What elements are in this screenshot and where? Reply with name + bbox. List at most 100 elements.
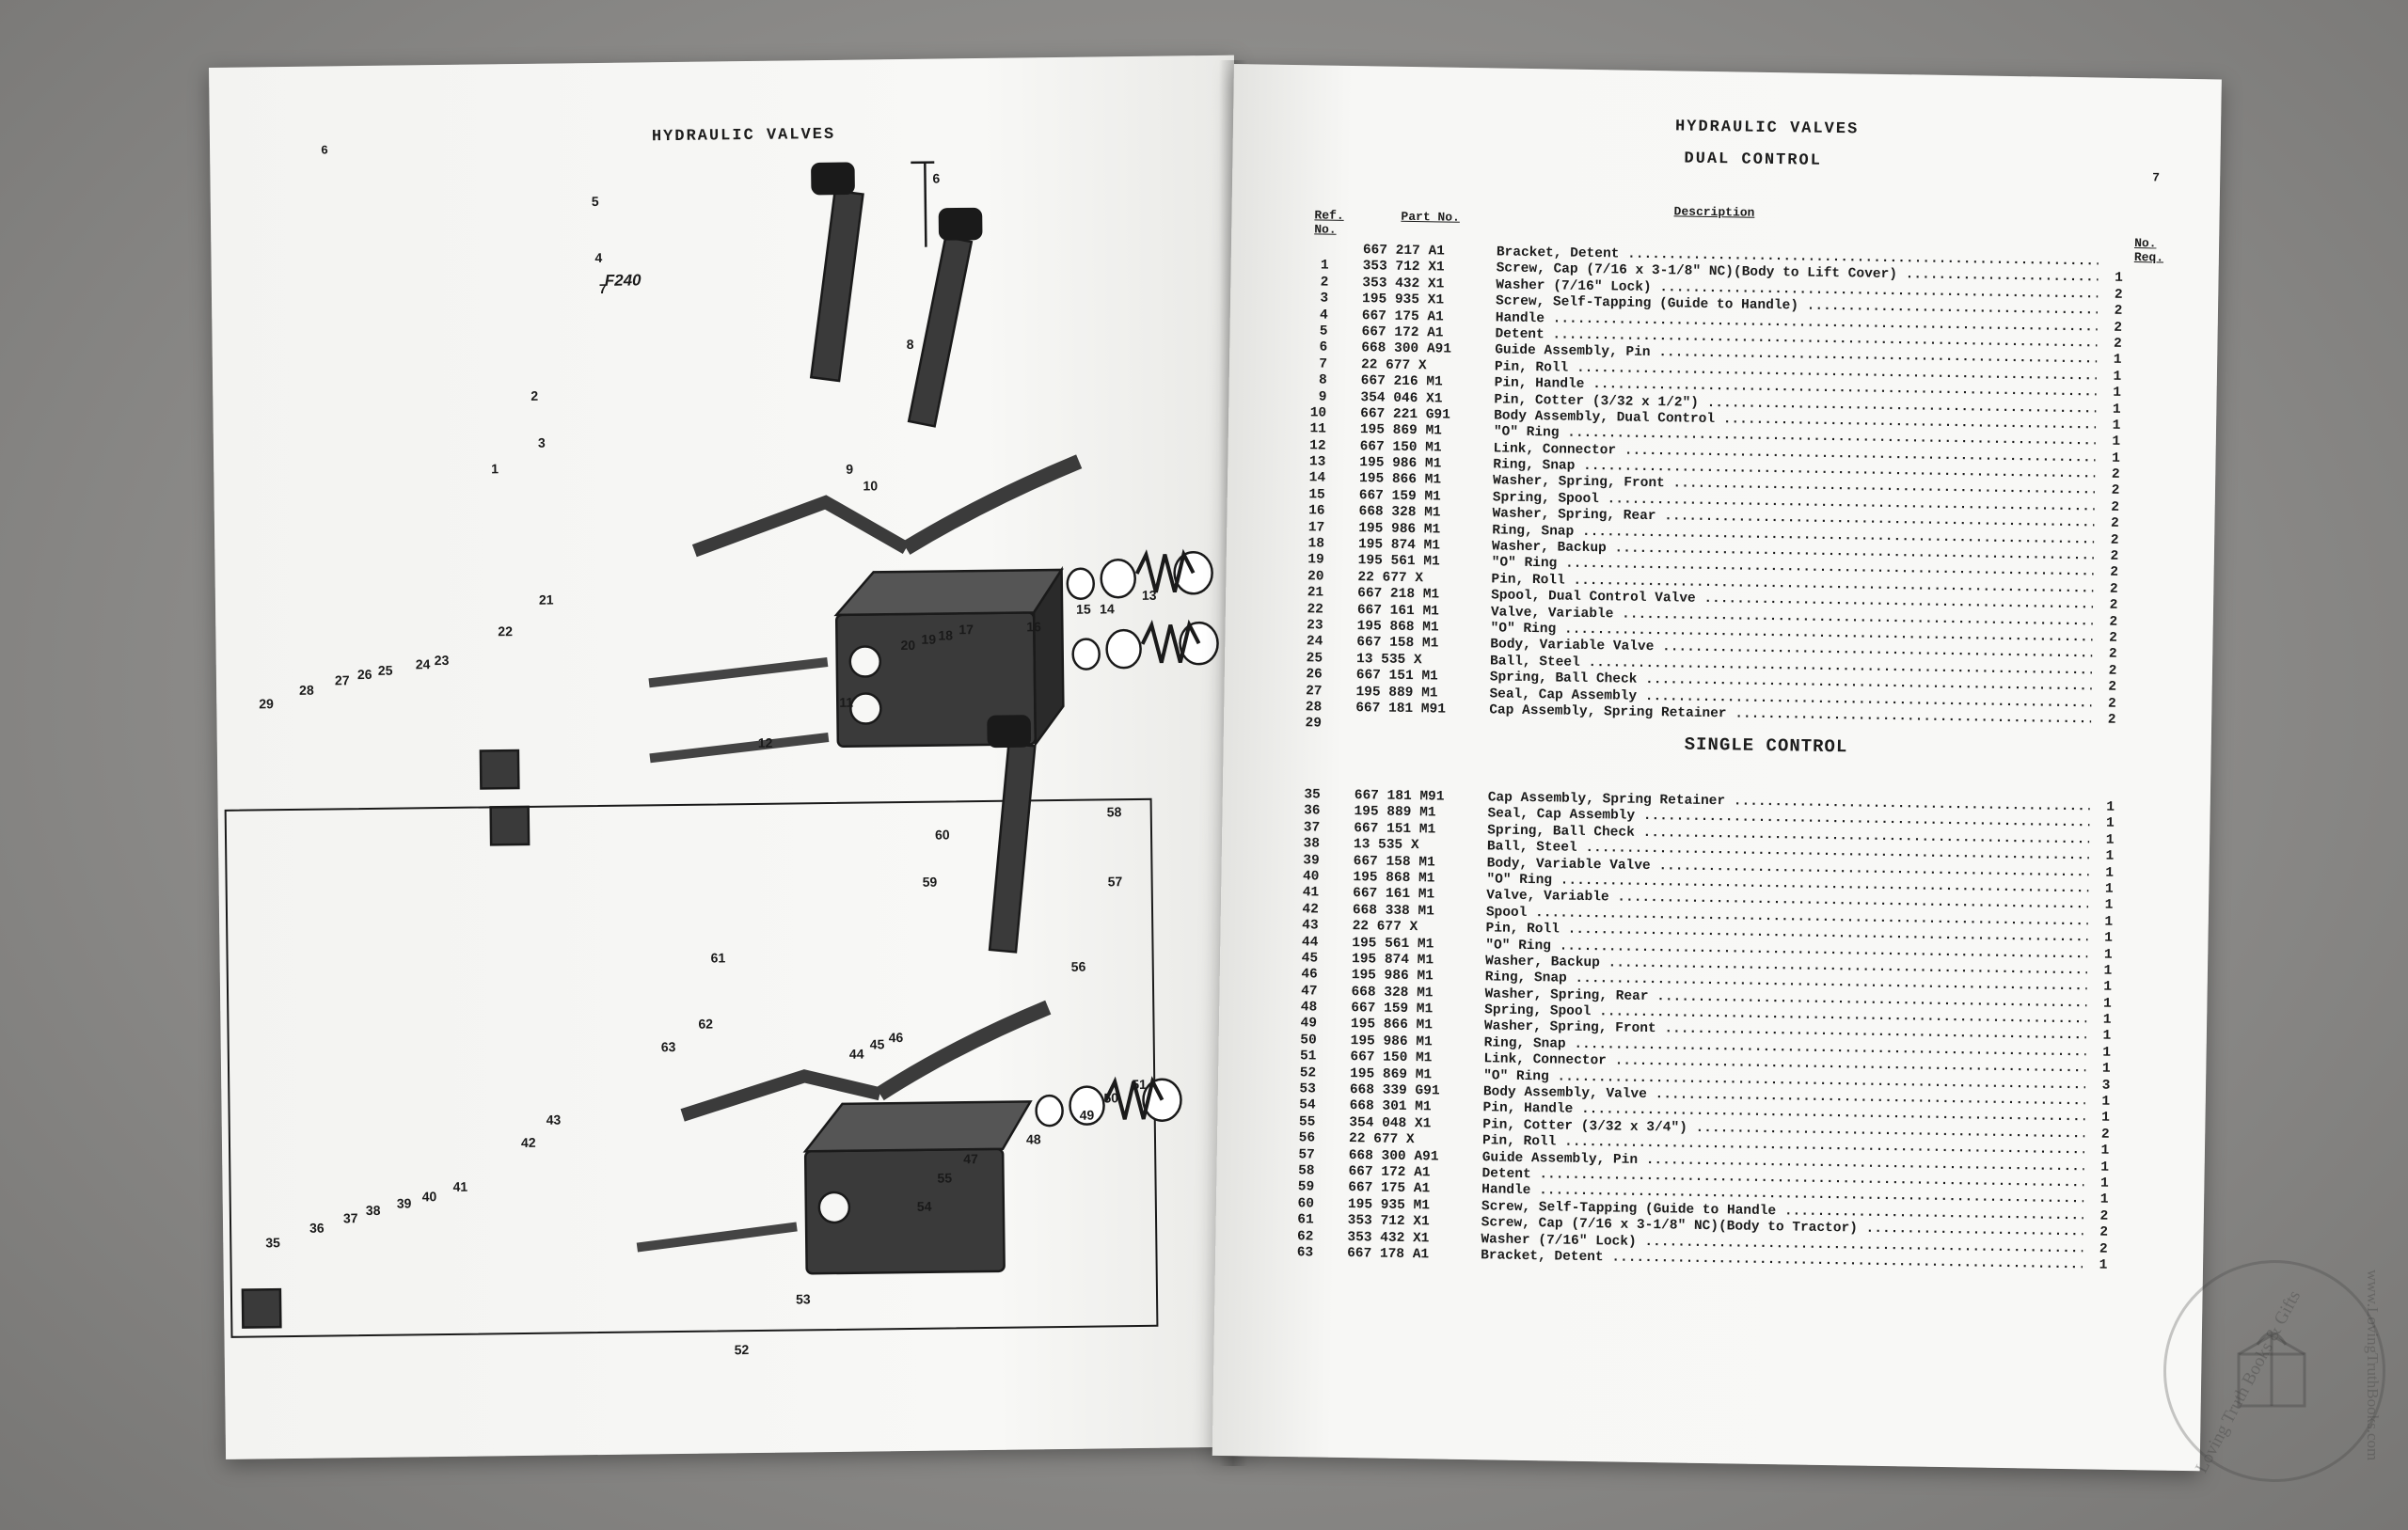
ref-no: 7: [1319, 356, 1328, 372]
qty-required: 1: [2100, 1159, 2110, 1175]
ref-no: 28: [1305, 700, 1323, 716]
ref-no: 42: [1302, 901, 1320, 918]
callout-12: 12: [758, 735, 773, 750]
callout-49: 49: [1080, 1108, 1095, 1123]
qty-required: 2: [2099, 1208, 2109, 1224]
part-no: 354 048 X1: [1349, 1114, 1432, 1132]
ref-no: 49: [1300, 1016, 1318, 1032]
ref-no: 5: [1319, 323, 1328, 339]
ref-no: 46: [1301, 967, 1318, 983]
ref-no: 21: [1307, 585, 1324, 601]
callout-19: 19: [921, 632, 936, 647]
part-no: 195 889 M1: [1355, 684, 1438, 702]
right-page-number: 7: [2152, 170, 2161, 185]
callout-50: 50: [1103, 1090, 1118, 1105]
part-no: 667 158 M1: [1353, 853, 1435, 871]
part-no: 667 217 A1: [1362, 243, 1446, 260]
ref-no: 52: [1299, 1065, 1317, 1081]
qty-required: 1: [2102, 1029, 2112, 1045]
qty-required: 2: [2108, 679, 2117, 695]
ref-no: 10: [1309, 405, 1327, 421]
qty-required: 2: [2109, 581, 2118, 597]
ref-no: 35: [1304, 787, 1321, 803]
ref-no: 62: [1296, 1228, 1314, 1245]
qty-required: 2: [2108, 647, 2117, 663]
part-no: 195 561 M1: [1352, 935, 1434, 952]
part-no: 195 889 M1: [1354, 804, 1436, 821]
col-part-header: Part No.: [1401, 209, 1461, 225]
qty-required: 1: [2112, 434, 2121, 450]
ref-no: 8: [1318, 372, 1327, 388]
callout-39: 39: [397, 1195, 412, 1210]
qty-required: 1: [2105, 832, 2115, 848]
callout-46: 46: [889, 1030, 904, 1045]
ref-no: 56: [1298, 1130, 1316, 1146]
col-desc-header: Description: [1673, 204, 1755, 220]
part-no: 668 300 A91: [1361, 340, 1452, 358]
ref-no: 27: [1306, 683, 1323, 700]
part-no: 195 935 X1: [1361, 292, 1445, 308]
callout-20: 20: [900, 638, 915, 653]
part-no: 667 178 A1: [1347, 1245, 1430, 1263]
ref-no: 9: [1318, 388, 1327, 405]
part-no: 13 535 X: [1353, 837, 1419, 854]
ref-no: 53: [1299, 1081, 1317, 1097]
right-page-header: HYDRAULIC VALVES: [1674, 118, 1860, 139]
callout-61: 61: [711, 950, 726, 965]
qty-required: 2: [2110, 515, 2119, 532]
part-no: 195 561 M1: [1357, 553, 1440, 570]
ref-no: 54: [1299, 1097, 1316, 1113]
qty-required: 2: [2107, 712, 2116, 728]
ref-no: 51: [1299, 1049, 1317, 1065]
qty-required: 1: [2103, 979, 2113, 996]
ref-no: 20: [1307, 569, 1324, 585]
ref-no: 60: [1297, 1195, 1315, 1212]
callout-25: 25: [378, 663, 393, 678]
callout-38: 38: [366, 1203, 381, 1218]
callout-51: 51: [1132, 1077, 1147, 1092]
part-no: 195 868 M1: [1356, 619, 1439, 636]
qty-required: 1: [2104, 881, 2114, 897]
qty-required: 2: [2109, 630, 2117, 646]
qty-required: 1: [2112, 418, 2121, 434]
ref-no: 36: [1303, 803, 1321, 819]
qty-required: 2: [2114, 303, 2123, 320]
callout-2: 2: [531, 388, 538, 403]
part-no: 195 868 M1: [1353, 870, 1435, 887]
ref-no: 13: [1308, 454, 1326, 470]
qty-required: 1: [2102, 1012, 2112, 1028]
qty-required: 2: [2110, 532, 2119, 548]
qty-required: 1: [2099, 1191, 2109, 1208]
part-no: 353 432 X1: [1362, 275, 1445, 292]
qty-required: 1: [2104, 930, 2113, 946]
part-no: 668 301 M1: [1349, 1098, 1432, 1115]
qty-required: 2: [2109, 614, 2118, 630]
ref-no: 40: [1302, 869, 1320, 885]
qty-required: 1: [2106, 799, 2115, 815]
ref-no: 25: [1306, 651, 1323, 667]
gift-book-icon: [2237, 1332, 2306, 1408]
qty-required: 2: [2099, 1224, 2109, 1240]
qty-required: 1: [2103, 947, 2113, 963]
part-no: 667 159 M1: [1351, 1001, 1434, 1017]
part-no: 354 046 X1: [1360, 389, 1443, 407]
callout-35: 35: [265, 1235, 280, 1250]
ref-no: 26: [1306, 667, 1323, 683]
part-no: 667 216 M1: [1360, 373, 1443, 390]
callout-23: 23: [435, 653, 450, 668]
qty-required: 1: [2101, 1061, 2111, 1078]
callout-57: 57: [1108, 874, 1123, 889]
ref-no: 24: [1306, 634, 1323, 650]
ref-no: 61: [1297, 1212, 1314, 1228]
part-no: 195 869 M1: [1359, 422, 1443, 439]
qty-required: 1: [2099, 1175, 2109, 1191]
ref-no: 23: [1307, 618, 1323, 634]
callout-53: 53: [796, 1291, 811, 1306]
ref-no: 43: [1302, 918, 1319, 934]
part-no: 667 161 M1: [1353, 886, 1435, 903]
callout-42: 42: [521, 1135, 536, 1150]
qty-required: 1: [2113, 353, 2122, 369]
part-no: 195 986 M1: [1350, 1033, 1433, 1050]
